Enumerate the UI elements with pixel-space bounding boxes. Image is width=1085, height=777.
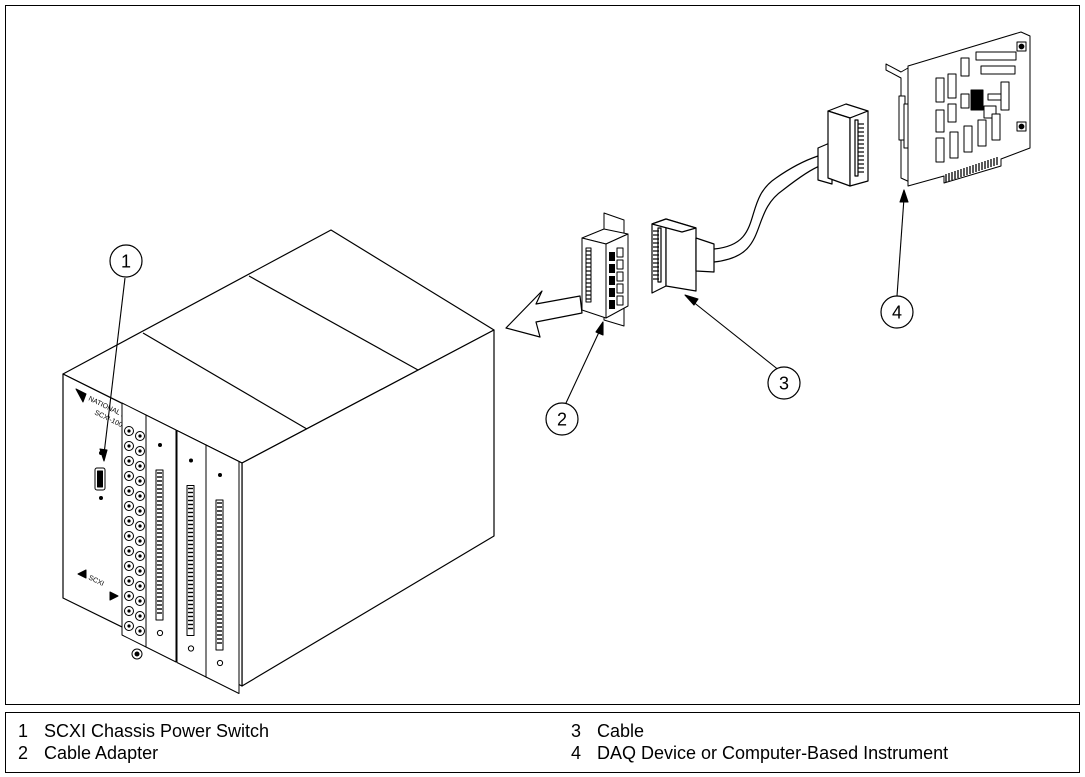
ic-chip	[935, 137, 945, 163]
adapter-cell	[616, 259, 624, 270]
ic-chip	[980, 65, 1016, 75]
module-screw	[187, 645, 195, 652]
bnc-center	[138, 509, 142, 513]
ic-chip	[991, 113, 1001, 141]
bnc-center	[138, 434, 142, 438]
callout-leaders	[99, 189, 909, 462]
bnc-center	[138, 584, 142, 588]
bnc-center	[138, 554, 142, 558]
ic-chip	[963, 125, 973, 153]
ic-chip	[960, 57, 970, 77]
ic-chip	[975, 51, 1017, 61]
legend-item-1: 1 SCXI Chassis Power Switch	[18, 721, 269, 741]
bnc-center	[138, 539, 142, 543]
ic-chip	[960, 93, 970, 109]
bnc-center	[138, 479, 142, 483]
legend-number: 1	[18, 721, 29, 741]
bnc-center	[127, 444, 131, 448]
legend-label: DAQ Device or Computer-Based Instrument	[597, 743, 949, 763]
insertion-arrow-icon	[505, 290, 583, 338]
adapter-cell	[609, 264, 615, 273]
module-bnc	[121, 402, 147, 660]
bnc-center	[138, 464, 142, 468]
ic-chip	[947, 73, 957, 99]
legend-label: Cable	[597, 721, 645, 741]
legend-item-2: 2 Cable Adapter	[18, 743, 158, 763]
legend-label: Cable Adapter	[44, 743, 159, 763]
bnc-center	[127, 549, 131, 553]
bnc-center	[127, 474, 131, 478]
bnc-center	[127, 534, 131, 538]
bnc-center	[127, 624, 131, 628]
bnc-center	[127, 594, 131, 598]
legend: 1 SCXI Chassis Power Switch 2 Cable Adapte…	[5, 712, 1080, 773]
ic-chip	[947, 103, 957, 123]
bnc-center	[127, 489, 131, 493]
module-screw	[156, 629, 164, 637]
bnc-center	[127, 519, 131, 523]
bnc-center	[127, 504, 131, 508]
adapter-cell	[616, 295, 624, 306]
adapter-cell	[616, 283, 624, 294]
legend-label: SCXI Chassis Power Switch	[44, 721, 270, 741]
callout-4: 4	[880, 295, 914, 329]
legend-item-4: 4 DAQ Device or Computer-Based Instrument	[571, 743, 948, 763]
bnc-center	[138, 449, 142, 453]
cable-adapter-icon	[581, 212, 629, 327]
legend-number: 4	[571, 743, 582, 763]
callout-1-number: 1	[121, 252, 131, 272]
callout-2-number: 2	[557, 410, 567, 430]
module-slots	[145, 414, 240, 694]
bnc-center	[138, 524, 142, 528]
bnc-center	[127, 564, 131, 568]
bnc-center	[138, 494, 142, 498]
bnc-center	[138, 569, 142, 573]
callout-2: 2	[545, 402, 579, 436]
bnc-center	[127, 459, 131, 463]
ic-chip	[935, 77, 945, 103]
adapter-cell	[609, 288, 615, 297]
bnc-center	[138, 629, 142, 633]
legend-item-3: 3 Cable	[571, 721, 644, 741]
callout-3: 3	[767, 366, 801, 400]
legend-number: 3	[571, 721, 582, 741]
diagram-figure: NATIONAL INSTRUMENTS SCXI-1000 SCXI	[5, 5, 1080, 705]
bnc-center	[127, 429, 131, 433]
ic-chip	[977, 119, 987, 147]
legend-number: 2	[18, 743, 29, 763]
ic-chip	[949, 131, 959, 159]
module-screw	[189, 458, 193, 463]
adapter-cell	[616, 271, 624, 282]
ic-chip	[1000, 81, 1010, 111]
module-screw	[158, 443, 162, 447]
daq-card-icon	[885, 31, 1031, 187]
adapter-cell	[609, 252, 615, 261]
bnc-center	[127, 609, 131, 613]
bnc-center	[138, 614, 142, 618]
adapter-cell	[609, 300, 615, 309]
ic-chip	[935, 109, 945, 133]
callout-1: 1	[109, 244, 143, 278]
thumbscrew-center	[134, 651, 140, 657]
adapter-cell	[616, 247, 624, 258]
callout-4-number: 4	[892, 303, 902, 323]
callout-3-number: 3	[779, 374, 789, 394]
cable-icon	[651, 103, 869, 294]
adapter-cell	[609, 276, 615, 285]
dip-switch	[971, 90, 983, 110]
bnc-center	[127, 579, 131, 583]
diagram-canvas: NATIONAL INSTRUMENTS SCXI-1000 SCXI	[62, 31, 1031, 694]
scxi-chassis-icon: NATIONAL INSTRUMENTS SCXI-1000 SCXI	[62, 229, 495, 694]
module-screw	[216, 659, 224, 667]
module-screw	[218, 473, 222, 477]
bnc-center	[138, 599, 142, 603]
